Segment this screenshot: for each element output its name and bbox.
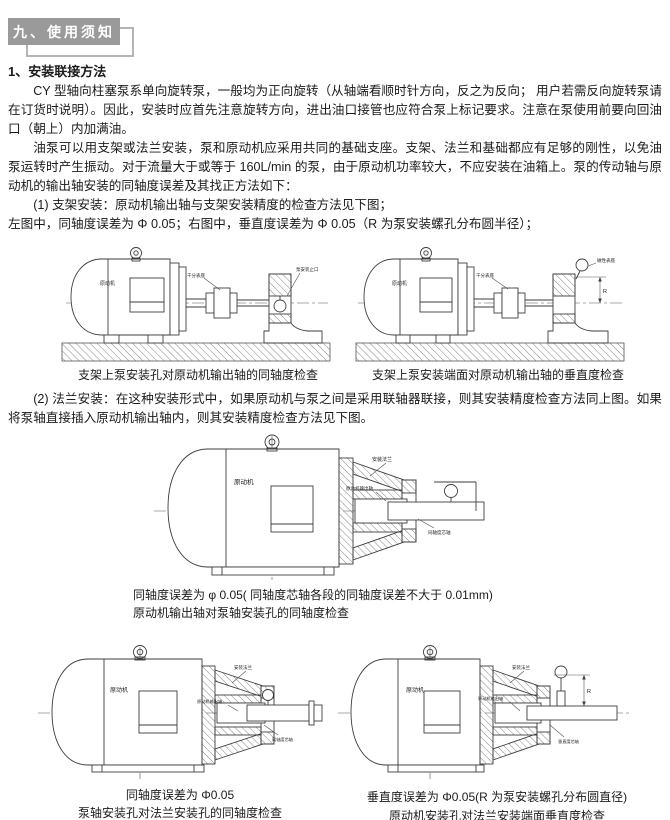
eyebolt-icon: [420, 247, 432, 262]
motor-label: 原动机: [100, 280, 115, 287]
leader-line: [509, 670, 525, 684]
leader-line: [549, 724, 565, 738]
leader-line: [417, 518, 435, 529]
spigot-label: 泵安装止口: [296, 266, 319, 273]
motor-outline: [363, 258, 475, 344]
caption-middle-title: 原动机输出轴对泵轴安装孔的同轴度检查: [133, 606, 350, 620]
r-dim-label: R: [603, 289, 607, 295]
shaft-label: 原动机输出轴: [197, 698, 222, 705]
leader-line: [369, 462, 387, 477]
leader-line: [491, 277, 509, 290]
figure-flange-coaxiality: 原动机 安装法兰 原动机输出轴 同轴度芯轴: [154, 434, 485, 582]
caption-middle-tolerance: 同轴度误差为 φ 0.05( 同轴度芯轴各段的同轴度误差不大于 0.01mm): [133, 588, 493, 602]
eyebolt-icon: [133, 645, 147, 661]
stand-label: 磁性表座: [597, 257, 615, 264]
ground-hatch: [355, 342, 625, 362]
motor-outline: [350, 658, 485, 773]
coaxiality-mandrel: [246, 700, 323, 726]
item-bracket-mounting: (1) 支架安装：原动机输出轴与支架安装精度的检查方法见下图；: [33, 198, 393, 212]
figure-flange-coaxiality-2: 原动机 安装法兰 原动机输出轴 同轴度芯轴: [38, 645, 323, 779]
leader-line: [231, 670, 247, 684]
leader-line: [587, 262, 597, 267]
dial-indicator-icon: [434, 481, 477, 511]
figure-bracket-perpendicularity: 原动机 千分表座 磁性表座 R: [355, 247, 625, 362]
caption-bottom-left-tolerance: 同轴度误差为 Φ0.05: [125, 788, 235, 802]
eyebolt-icon: [130, 247, 142, 262]
motor-label: 原动机: [406, 686, 424, 694]
paragraph-rotation: CY 型轴向柱塞泵系单向旋转泵，一般均为正向旋转（从轴端看顺时针方向，反之为反向…: [8, 84, 662, 136]
flange-label: 安装法兰: [372, 456, 392, 463]
shaft-label: 原动机输出轴: [478, 695, 503, 702]
mandrel-label: 同轴度芯轴: [272, 736, 293, 743]
caption-bottom-left-title: 泵轴安装孔对法兰安装孔的同轴度检查: [77, 806, 282, 820]
leader-line: [286, 272, 301, 297]
item-bracket-note: 左图中，同轴度误差为 Φ 0.05；右图中，垂直度误差为 Φ 0.05（R 为泵…: [8, 217, 539, 231]
dial-holder-label: 千分表座: [187, 272, 205, 279]
leader-line: [227, 704, 239, 712]
leader-line: [263, 724, 279, 736]
caption-bottom-right-tolerance: 垂直度误差为 Φ0.05(R 为泵安装螺孔分布圆直径): [366, 790, 628, 804]
section-badge: 九、使用须知: [8, 18, 120, 45]
dial-indicator-icon: [554, 665, 568, 707]
paragraph-mounting: 油泵可以用支架或法兰安装，泵和原动机应采用共同的基础支座。支架、法兰和基础都应有…: [8, 141, 662, 193]
perpendicularity-mandrel: [526, 705, 618, 721]
item-flange-mounting: (2) 法兰安装：在这种安装形式中，如果原动机与泵之间是采用联轴器联接，则其安装…: [8, 392, 662, 425]
dial-indicator-icon: [262, 689, 274, 705]
bracket: [547, 273, 609, 344]
mandrel-label: 垂直度芯轴: [558, 738, 579, 745]
motor-label: 原动机: [392, 280, 407, 287]
dial-indicator-icon: [575, 258, 589, 280]
shaft-and-coupling: [186, 287, 269, 319]
caption-bottom-right-title: 原动机安装孔对法兰安装端面垂直度检查: [388, 809, 605, 820]
shaft-and-coupling: [474, 287, 553, 319]
coaxiality-mandrel: [387, 501, 485, 521]
motor-label: 原动机: [234, 477, 254, 486]
r-dim-label: R: [587, 689, 591, 695]
caption-top-left: 支架上泵安装孔对原动机输出轴的同轴度检查: [77, 368, 318, 382]
motor-outline: [51, 658, 205, 773]
figure-flange-perpendicularity: 原动机 安装法兰 原动机输出轴 垂直度芯轴 R: [338, 645, 632, 779]
mandrel-label: 同轴度芯轴: [428, 529, 451, 536]
dial-indicator-icon: [273, 296, 287, 313]
motor-outline: [167, 448, 340, 576]
motor-outline: [70, 258, 187, 344]
flange-label: 安装法兰: [234, 664, 252, 671]
caption-top-right: 支架上泵安装端面对原动机输出轴的垂直度检查: [371, 368, 624, 382]
bracket: [263, 273, 323, 344]
r-dimension: [576, 276, 606, 303]
eyebolt-icon: [264, 434, 280, 452]
leader-line: [509, 701, 521, 712]
shaft-label: 原动机输出轴: [346, 485, 373, 492]
r-dimension: [554, 674, 590, 706]
motor-label: 原动机: [110, 686, 128, 694]
ground-hatch: [61, 342, 331, 362]
leader-line: [203, 277, 221, 291]
subsection-title: 1、安装联接方法: [8, 64, 107, 79]
figure-bracket-coaxiality: 原动机 千分表座 泵安装止口: [61, 247, 331, 362]
eyebolt-icon: [423, 645, 437, 661]
mounting-flange: [479, 665, 551, 765]
leader-line: [375, 491, 387, 502]
dial-holder-label: 千分表座: [476, 272, 494, 279]
flange-label: 安装法兰: [512, 664, 530, 671]
